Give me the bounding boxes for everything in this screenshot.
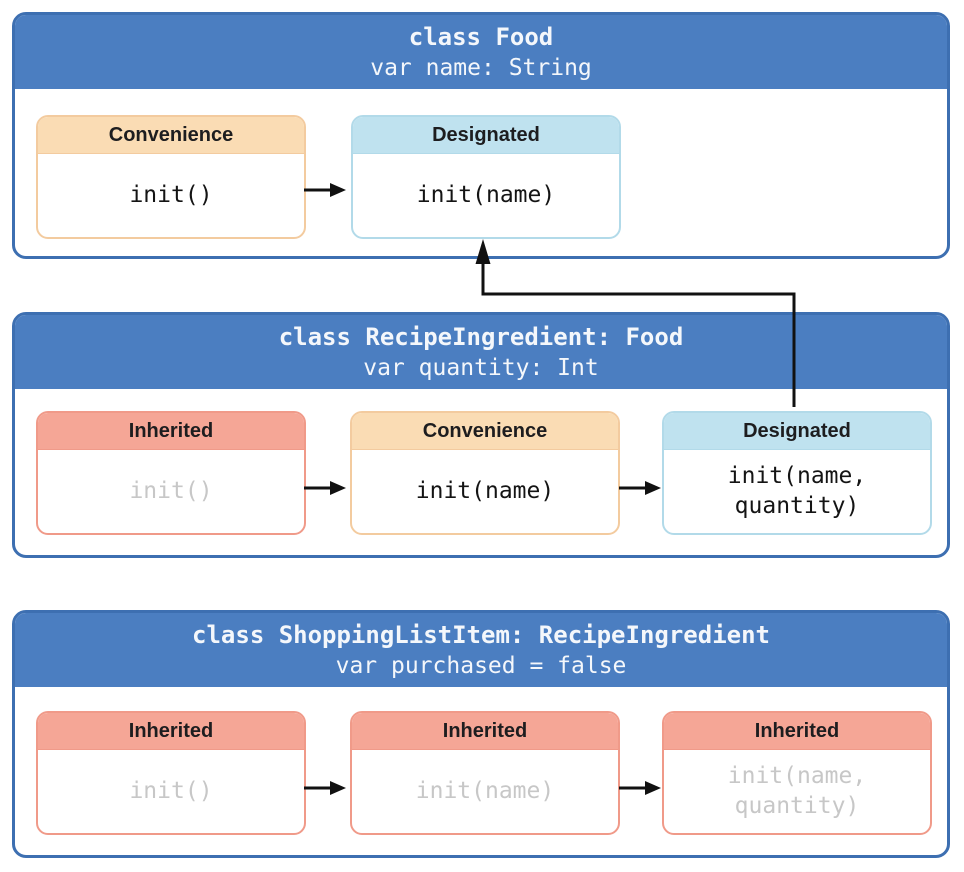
class-title: class Food <box>408 22 554 51</box>
init-box-inherited: Inherited init(name) <box>350 711 620 835</box>
init-signature: init(name) <box>416 182 556 208</box>
arrow-right-icon <box>618 779 662 797</box>
init-kind-label: Inherited <box>38 413 304 450</box>
init-box-inherited: Inherited init(name, quantity) <box>662 711 932 835</box>
init-kind-label: Designated <box>353 117 619 154</box>
init-box-inherited: Inherited init() <box>36 711 306 835</box>
init-kind-label: Inherited <box>38 713 304 750</box>
class-box-shoppinglistitem: class ShoppingListItem: RecipeIngredient… <box>12 610 950 858</box>
init-box-designated: Designated init(name) <box>351 115 621 239</box>
init-kind-label: Inherited <box>664 713 930 750</box>
init-signature: init(name) <box>415 778 555 804</box>
arrow-right-icon <box>618 479 662 497</box>
class-header: class RecipeIngredient: Food var quantit… <box>15 315 947 389</box>
class-subtitle: var quantity: Int <box>363 354 599 381</box>
class-box-food: class Food var name: String Convenience … <box>12 12 950 259</box>
class-header: class ShoppingListItem: RecipeIngredient… <box>15 613 947 687</box>
init-signature: init(name) <box>415 478 555 504</box>
class-title: class RecipeIngredient: Food <box>278 322 684 351</box>
arrow-right-icon <box>303 779 347 797</box>
init-kind-label: Convenience <box>352 413 618 450</box>
arrow-right-icon <box>303 479 347 497</box>
init-signature: init() <box>129 478 213 504</box>
init-box-convenience: Convenience init(name) <box>350 411 620 535</box>
class-subtitle: var purchased = false <box>335 652 627 679</box>
init-kind-label: Designated <box>664 413 930 450</box>
init-signature: init() <box>129 182 213 208</box>
class-title: class ShoppingListItem: RecipeIngredient <box>192 620 770 649</box>
init-box-convenience: Convenience init() <box>36 115 306 239</box>
class-subtitle: var name: String <box>370 54 592 81</box>
class-box-recipeingredient: class RecipeIngredient: Food var quantit… <box>12 312 950 558</box>
arrow-right-icon <box>303 181 347 199</box>
init-signature: init(name, quantity) <box>727 463 867 519</box>
class-header: class Food var name: String <box>15 15 947 89</box>
init-signature: init(name, quantity) <box>727 763 867 819</box>
init-kind-label: Inherited <box>352 713 618 750</box>
init-box-designated: Designated init(name, quantity) <box>662 411 932 535</box>
init-box-inherited: Inherited init() <box>36 411 306 535</box>
init-kind-label: Convenience <box>38 117 304 154</box>
init-signature: init() <box>129 778 213 804</box>
